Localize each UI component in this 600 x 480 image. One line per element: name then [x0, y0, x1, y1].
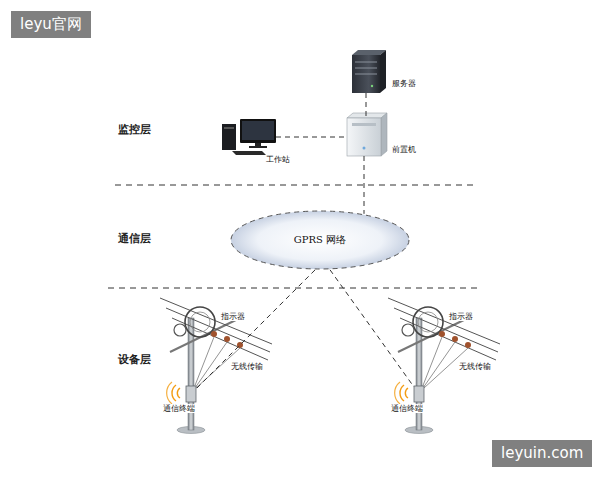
- part-label: 指示器: [448, 312, 474, 321]
- dashed-connector: [364, 156, 365, 214]
- gprs-network-ellipse: GPRS 网络: [230, 210, 410, 270]
- dashed-connector: [366, 93, 367, 118]
- dashed-connector: [196, 270, 315, 389]
- layer-name: 通信层: [118, 233, 151, 246]
- node-text: 服务器: [392, 79, 416, 88]
- node-text: 通信终端: [390, 404, 424, 413]
- node-text: GPRS 网络: [294, 234, 346, 246]
- server-node: 服务器: [352, 55, 380, 93]
- layer-divider: [108, 288, 478, 289]
- watermark: leyu官网: [11, 11, 91, 38]
- watermark: leyuin.com: [492, 440, 592, 467]
- node-text: 前置机: [392, 145, 416, 154]
- front-end-computer-icon: [347, 113, 387, 156]
- part-label: 无线传输: [230, 362, 264, 371]
- layer-divider: [115, 185, 475, 186]
- part-label: 指示器: [220, 312, 246, 321]
- front-end-node: 前置机: [347, 118, 381, 156]
- node-text: 通信终端: [162, 404, 196, 413]
- dashed-connector: [330, 270, 414, 387]
- workstation-icon: [222, 119, 276, 155]
- server-icon: [352, 50, 386, 93]
- dashed-connector: [276, 137, 347, 138]
- terminal-node: 通信终端: [414, 386, 424, 402]
- workstation-node: 工作站: [222, 118, 276, 152]
- part-label: 无线传输: [458, 362, 492, 371]
- node-text: 工作站: [266, 155, 290, 164]
- terminal-node: 通信终端: [186, 386, 196, 402]
- layer-name: 设备层: [118, 354, 151, 367]
- layer-name: 监控层: [118, 124, 151, 137]
